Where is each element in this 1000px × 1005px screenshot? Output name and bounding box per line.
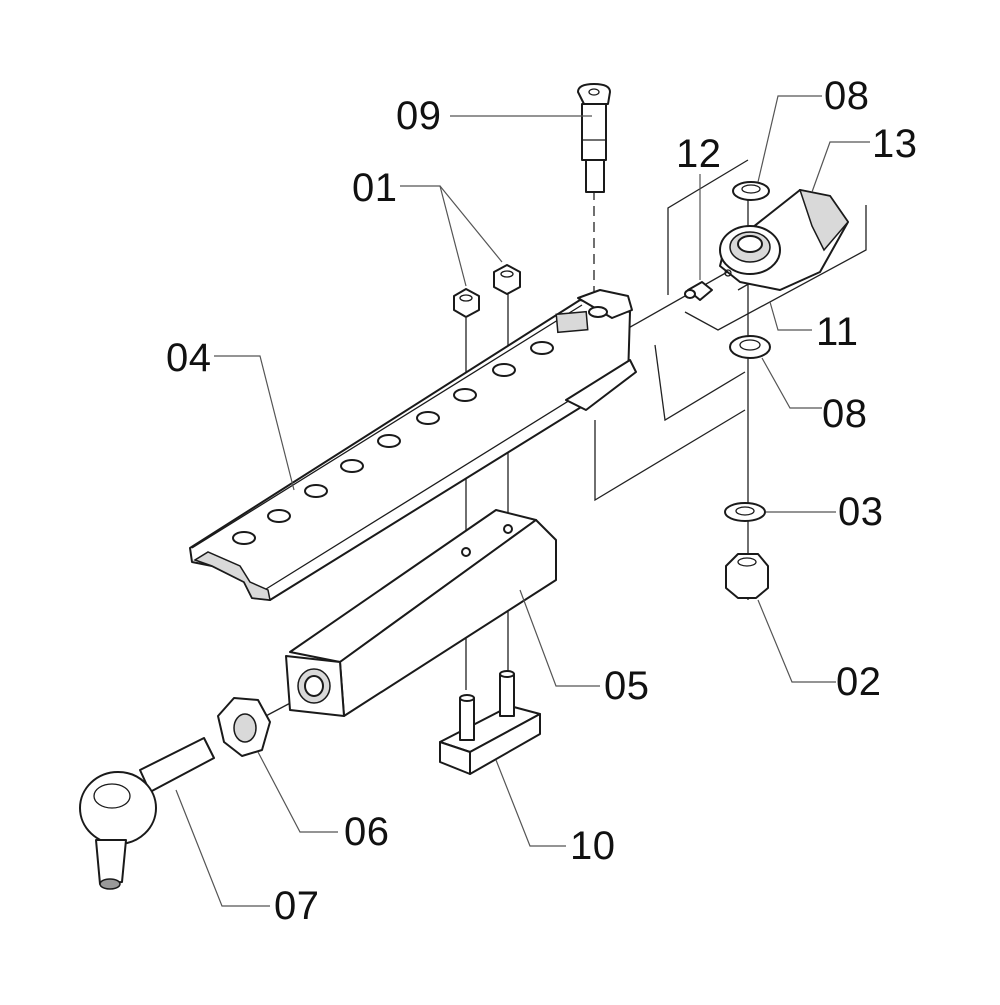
leader-lines [175,95,870,907]
part-05-square-tube [285,509,557,717]
callout-01: 01 [352,166,398,210]
part-04-channel-bar [189,289,637,601]
callout-02: 02 [836,660,882,704]
part-03-washer [724,502,766,522]
callout-05: 05 [604,664,650,708]
callout-04: 04 [166,336,212,380]
callout-06: 06 [344,810,390,854]
callout-13: 13 [872,122,918,166]
channel-holes [232,306,608,545]
callout-11: 11 [816,310,859,354]
part-09-pin [577,83,611,193]
part-10-stud-plate [439,670,541,775]
callout-07: 07 [274,884,320,928]
part-06-nut [217,697,271,757]
part-13-rod-end [719,189,849,291]
part-08-washers [729,181,771,359]
callout-12: 12 [676,132,722,176]
callout-08-top: 08 [824,74,870,118]
part-07-ball-joint [79,737,215,890]
callout-03: 03 [838,490,884,534]
callout-08-bottom: 08 [822,392,868,436]
callout-10: 10 [570,824,616,868]
callout-09: 09 [396,94,442,138]
part-01-nuts [453,264,521,318]
part-02-lock-nut [725,553,769,599]
part-12-grease-nipple [684,281,713,301]
